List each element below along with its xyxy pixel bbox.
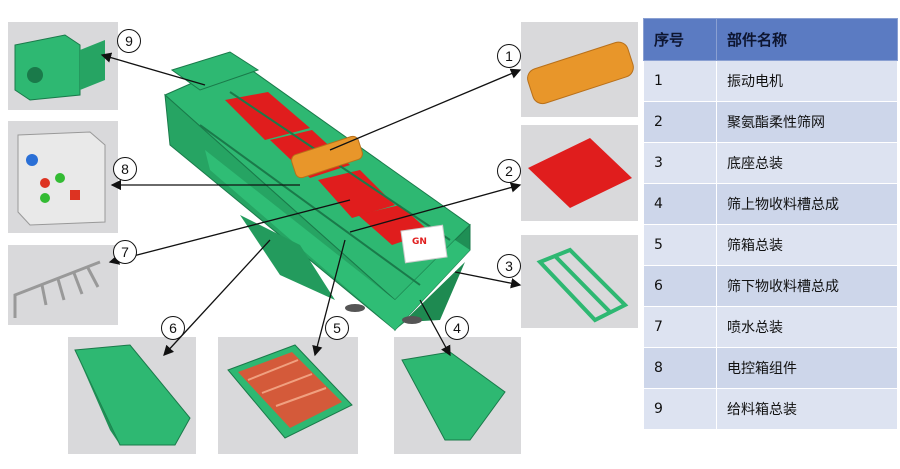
- callout-1: 1: [497, 44, 521, 68]
- row-name: 筛箱总装: [716, 224, 898, 266]
- callout-7: 7: [113, 240, 137, 264]
- row-name: 给料箱总装: [716, 388, 898, 430]
- screen-mesh-thumbnail: [528, 138, 632, 208]
- main-machine: GN: [164, 51, 471, 332]
- row-name: 喷水总装: [716, 306, 898, 348]
- row-no: 2: [643, 101, 717, 143]
- callout-4: 4: [445, 316, 469, 340]
- header-no: 序号: [643, 18, 717, 61]
- row-no: 9: [643, 388, 717, 430]
- row-name: 筛上物收料槽总成: [716, 183, 898, 225]
- callout-8: 8: [113, 157, 137, 181]
- vibration-motor-thumbnail: [527, 41, 634, 105]
- callout-9: 9: [117, 29, 141, 53]
- row-no: 8: [643, 347, 717, 389]
- callout-arrows: [100, 52, 522, 357]
- row-no: 1: [643, 60, 717, 102]
- screen-box-thumbnail: [227, 344, 353, 439]
- row-name: 底座总装: [716, 142, 898, 184]
- spray-assembly-thumbnail: [13, 260, 101, 318]
- oversize-trough-thumbnail: [401, 351, 506, 441]
- row-no: 5: [643, 224, 717, 266]
- row-name: 振动电机: [716, 60, 898, 102]
- row-name: 筛下物收料槽总成: [716, 265, 898, 307]
- row-name: 电控箱组件: [716, 347, 898, 389]
- callout-2: 2: [497, 159, 521, 183]
- row-no: 3: [643, 142, 717, 184]
- row-no: 4: [643, 183, 717, 225]
- svg-text:GN: GN: [412, 237, 427, 247]
- row-no: 6: [643, 265, 717, 307]
- table-header-row: 序号 部件名称: [643, 18, 898, 61]
- base-thumbnail: [536, 247, 629, 323]
- row-no: 7: [643, 306, 717, 348]
- control-box-thumbnail: [17, 131, 106, 226]
- callout-6: 6: [161, 316, 185, 340]
- callout-5: 5: [325, 316, 349, 340]
- header-name: 部件名称: [716, 18, 898, 61]
- panel-spray-assembly: [8, 245, 118, 325]
- row-name: 聚氨酯柔性筛网: [716, 101, 898, 143]
- undersize-trough-thumbnail: [74, 344, 191, 446]
- feed-box-thumbnail: [14, 34, 105, 101]
- callout-3: 3: [497, 254, 521, 278]
